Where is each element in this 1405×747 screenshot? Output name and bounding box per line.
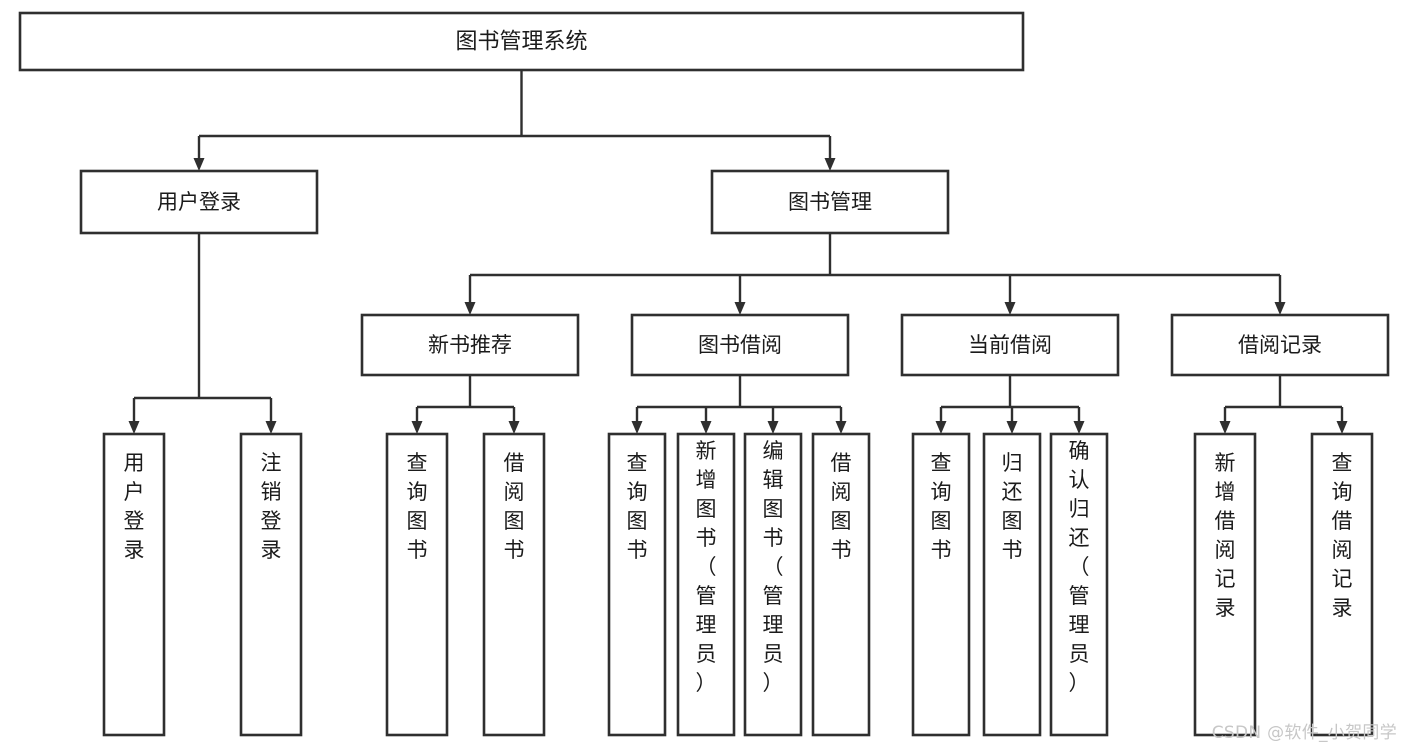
node-new-book-recommend[interactable]: 新书推荐 bbox=[360, 313, 580, 377]
leaf-leaf-edit-book-admin-label: 编辑图书（管理员） bbox=[763, 439, 784, 695]
leaf-leaf-add-borrow-record[interactable]: 新增借阅记录 bbox=[1193, 432, 1257, 737]
node-user-login-rect bbox=[79, 169, 319, 235]
leaf-leaf-query-borrow-record-label: 查询借阅记录 bbox=[1332, 451, 1353, 620]
leaf-leaf-query-book-3-label: 查询图书 bbox=[931, 451, 952, 562]
leaf-leaf-borrow-book-2-rect bbox=[811, 432, 871, 737]
leaf-leaf-borrow-book-2[interactable]: 借阅图书 bbox=[811, 432, 871, 737]
leaf-leaf-query-book-2[interactable]: 查询图书 bbox=[607, 432, 667, 737]
leaf-leaf-query-book-3-rect bbox=[911, 432, 971, 737]
leaf-leaf-query-book-3[interactable]: 查询图书 bbox=[911, 432, 971, 737]
node-book-manage[interactable]: 图书管理 bbox=[710, 169, 950, 235]
leaf-leaf-borrow-book-1[interactable]: 借阅图书 bbox=[482, 432, 546, 737]
leaf-leaf-logout-login-rect bbox=[239, 432, 303, 737]
user-login-to-leaves-arrow-0 bbox=[128, 421, 140, 434]
leaf-leaf-borrow-book-2-label: 借阅图书 bbox=[831, 451, 852, 562]
csdn-watermark: CSDN @软件_小贺同学 bbox=[1211, 723, 1397, 743]
leaf-leaf-confirm-return-admin-label: 确认归还（管理员） bbox=[1069, 439, 1090, 695]
new-book-recommend-to-leaves-arrow-1 bbox=[508, 421, 520, 434]
node-book-borrow-rect bbox=[630, 313, 850, 377]
leaf-leaf-edit-book-admin[interactable]: 编辑图书（管理员） bbox=[743, 432, 803, 737]
user-login-to-leaves-arrow-1 bbox=[265, 421, 277, 434]
bookmanage-to-level3-arrow-3 bbox=[1274, 302, 1286, 315]
node-book-borrow[interactable]: 图书借阅 bbox=[630, 313, 850, 377]
node-root-label: 图书管理系统 bbox=[455, 30, 587, 55]
connector-layer bbox=[128, 70, 1348, 434]
node-current-borrow[interactable]: 当前借阅 bbox=[900, 313, 1120, 377]
node-root[interactable]: 图书管理系统 bbox=[18, 11, 1025, 72]
leaf-leaf-query-book-2-rect bbox=[607, 432, 667, 737]
root-to-level2-arrow-0 bbox=[193, 158, 205, 171]
current-borrow-to-leaves-arrow-2 bbox=[1073, 421, 1085, 434]
node-current-borrow-rect bbox=[900, 313, 1120, 377]
leaf-leaf-edit-book-admin-rect bbox=[743, 432, 803, 737]
node-current-borrow-label: 当前借阅 bbox=[968, 333, 1052, 357]
bookmanage-to-level3-arrow-2 bbox=[1004, 302, 1016, 315]
node-new-book-recommend-label: 新书推荐 bbox=[428, 333, 512, 357]
node-user-login[interactable]: 用户登录 bbox=[79, 169, 319, 235]
leaf-leaf-query-book-2-label: 查询图书 bbox=[627, 451, 648, 562]
leaf-leaf-query-book-1-label: 查询图书 bbox=[407, 451, 428, 562]
leaf-leaf-return-book-label: 归还图书 bbox=[1002, 451, 1023, 562]
leaf-leaf-confirm-return-admin[interactable]: 确认归还（管理员） bbox=[1049, 432, 1109, 737]
node-borrow-record-label: 借阅记录 bbox=[1238, 333, 1322, 357]
node-book-manage-rect bbox=[710, 169, 950, 235]
node-book-borrow-label: 图书借阅 bbox=[698, 333, 782, 357]
leaf-leaf-confirm-return-admin-rect bbox=[1049, 432, 1109, 737]
current-borrow-to-leaves-arrow-0 bbox=[935, 421, 947, 434]
leaf-leaf-add-borrow-record-label: 新增借阅记录 bbox=[1215, 451, 1236, 620]
book-borrow-to-leaves-arrow-3 bbox=[835, 421, 847, 434]
node-borrow-record-rect bbox=[1170, 313, 1390, 377]
borrow-record-to-leaves-arrow-0 bbox=[1219, 421, 1231, 434]
node-root-rect bbox=[18, 11, 1025, 72]
leaf-leaf-logout-login[interactable]: 注销登录 bbox=[239, 432, 303, 737]
leaf-leaf-add-book-admin-rect bbox=[676, 432, 736, 737]
leaf-leaf-query-book-1[interactable]: 查询图书 bbox=[385, 432, 449, 737]
leaf-leaf-add-book-admin-label: 新增图书（管理员） bbox=[696, 439, 717, 695]
leaf-leaf-add-book-admin[interactable]: 新增图书（管理员） bbox=[676, 432, 736, 737]
leaf-leaf-query-borrow-record[interactable]: 查询借阅记录 bbox=[1310, 432, 1374, 737]
leaf-leaf-user-login-rect bbox=[102, 432, 166, 737]
book-borrow-to-leaves-arrow-1 bbox=[700, 421, 712, 434]
leaf-leaf-borrow-book-1-rect bbox=[482, 432, 546, 737]
new-book-recommend-to-leaves-arrow-0 bbox=[411, 421, 423, 434]
leaf-leaf-return-book-rect bbox=[982, 432, 1042, 737]
bookmanage-to-level3-arrow-0 bbox=[464, 302, 476, 315]
node-user-login-label: 用户登录 bbox=[157, 190, 241, 214]
node-layer: 图书管理系统用户登录图书管理新书推荐图书借阅当前借阅借阅记录用户登录注销登录查询… bbox=[18, 11, 1390, 737]
book-borrow-to-leaves-arrow-0 bbox=[631, 421, 643, 434]
bookmanage-to-level3-arrow-1 bbox=[734, 302, 746, 315]
book-borrow-to-leaves-arrow-2 bbox=[767, 421, 779, 434]
current-borrow-to-leaves-arrow-1 bbox=[1006, 421, 1018, 434]
leaf-leaf-user-login[interactable]: 用户登录 bbox=[102, 432, 166, 737]
leaf-leaf-user-login-label: 用户登录 bbox=[124, 451, 145, 562]
node-book-manage-label: 图书管理 bbox=[788, 190, 872, 214]
node-new-book-recommend-rect bbox=[360, 313, 580, 377]
leaf-leaf-logout-login-label: 注销登录 bbox=[261, 451, 282, 562]
leaf-leaf-query-borrow-record-rect bbox=[1310, 432, 1374, 737]
leaf-leaf-return-book[interactable]: 归还图书 bbox=[982, 432, 1042, 737]
leaf-leaf-query-book-1-rect bbox=[385, 432, 449, 737]
node-borrow-record[interactable]: 借阅记录 bbox=[1170, 313, 1390, 377]
borrow-record-to-leaves-arrow-1 bbox=[1336, 421, 1348, 434]
leaf-leaf-add-borrow-record-rect bbox=[1193, 432, 1257, 737]
leaf-leaf-borrow-book-1-label: 借阅图书 bbox=[504, 451, 525, 562]
root-to-level2-arrow-1 bbox=[824, 158, 836, 171]
